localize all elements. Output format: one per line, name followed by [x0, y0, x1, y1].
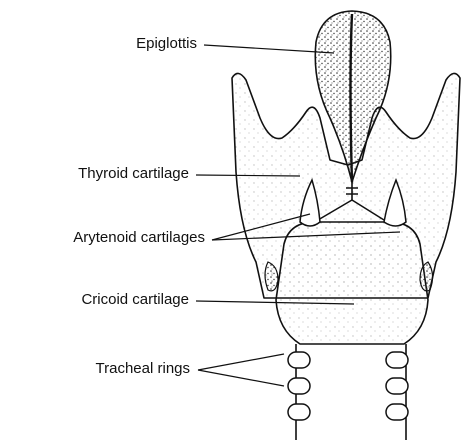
tracheal-ring-left-2 — [288, 378, 310, 394]
tracheal-ring-right-3 — [386, 404, 408, 420]
cricoid-cartilage-shape — [276, 222, 428, 344]
label-arytenoid-cartilages: Arytenoid cartilages — [73, 229, 205, 246]
leader-tracheal-upper — [198, 354, 284, 370]
label-thyroid-cartilage: Thyroid cartilage — [78, 165, 189, 182]
tracheal-ring-right-2 — [386, 378, 408, 394]
tracheal-ring-right-1 — [386, 352, 408, 368]
label-tracheal-rings: Tracheal rings — [96, 360, 190, 377]
leader-epiglottis — [204, 45, 334, 53]
tracheal-ring-left-1 — [288, 352, 310, 368]
label-epiglottis: Epiglottis — [136, 35, 197, 52]
leader-tracheal-lower — [198, 370, 284, 386]
label-cricoid-cartilage: Cricoid cartilage — [81, 291, 189, 308]
tracheal-ring-left-3 — [288, 404, 310, 420]
